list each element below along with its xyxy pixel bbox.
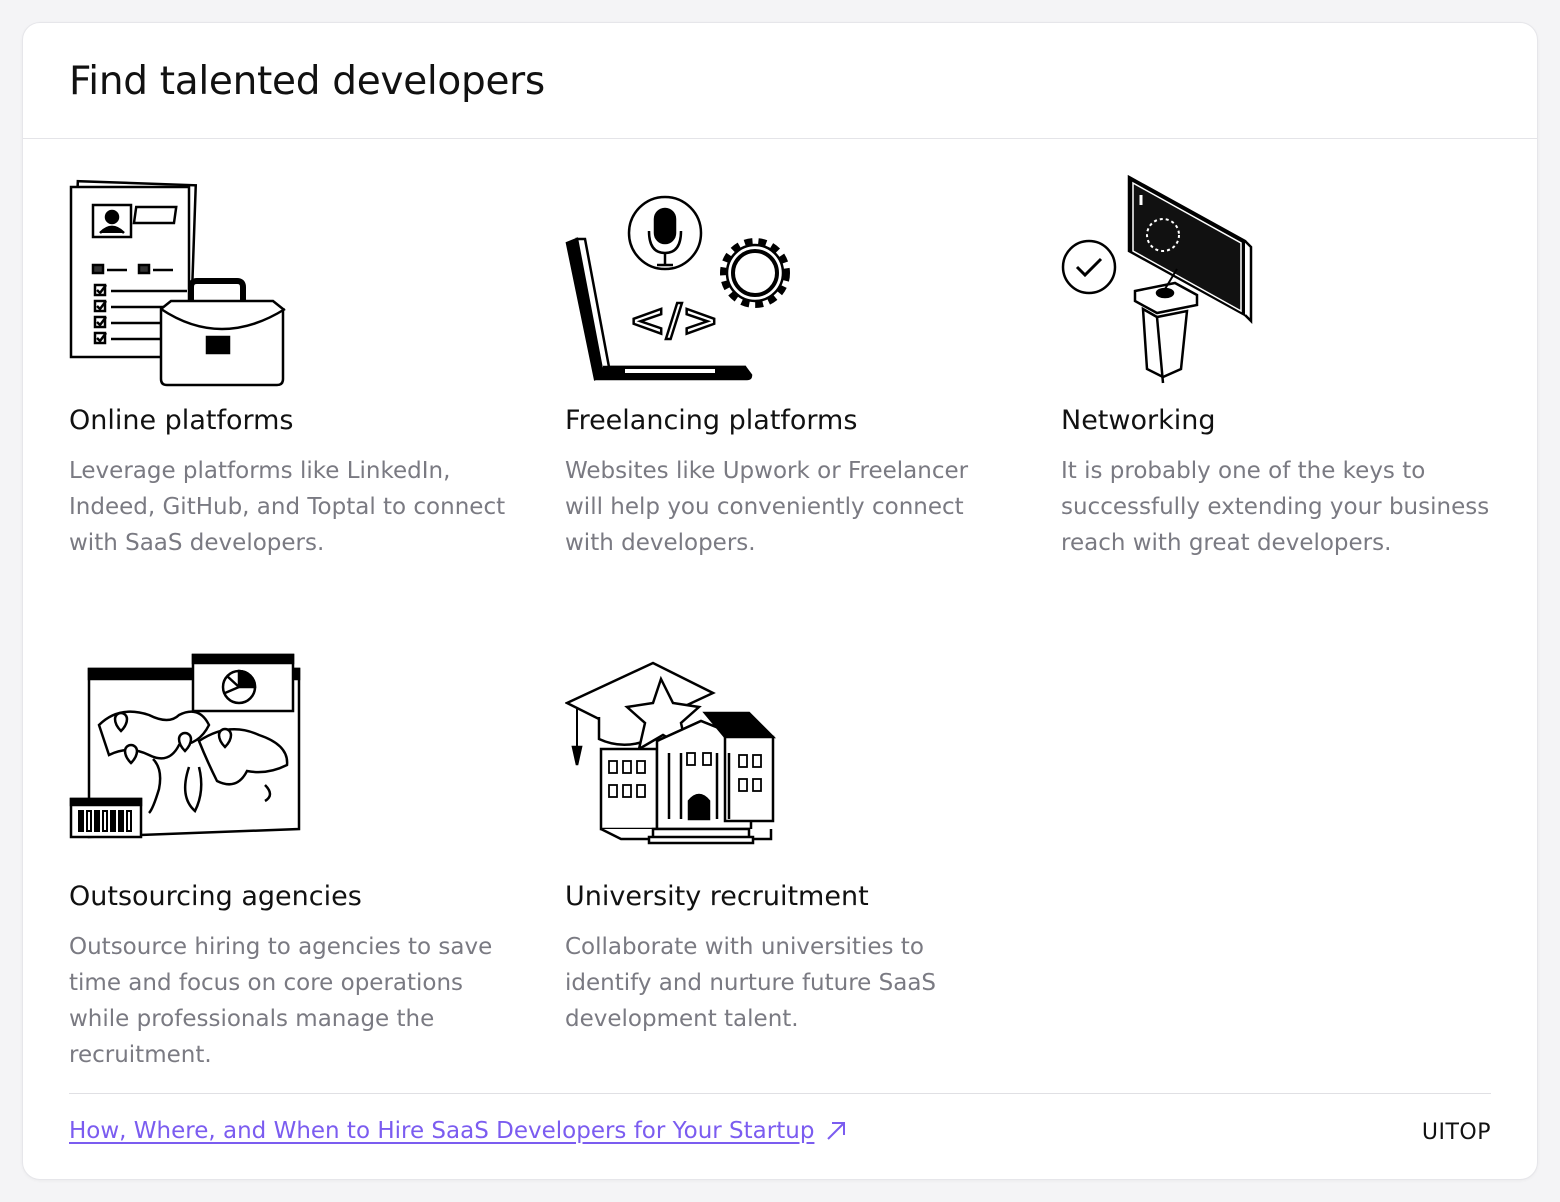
method-outsourcing-agencies: Outsourcing agencies Outsource hiring to… [69,649,565,1089]
brand-label: UITOP [1421,1120,1491,1145]
external-arrow-icon [827,1122,846,1140]
podium-screen-icon [1061,173,1301,393]
laptop-code-icon: </> [565,173,805,393]
method-title: Outsourcing agencies [69,881,362,912]
source-link-text: How, Where, and When to Hire SaaS Develo… [69,1118,815,1144]
method-title: Networking [1061,405,1216,436]
method-description: Outsource hiring to agencies to save tim… [69,934,493,1068]
methods-grid: Online platforms Leverage platforms like… [69,173,1493,1089]
card: Find talented developers [22,22,1538,1180]
method-networking: Networking It is probably one of the key… [1061,173,1493,649]
method-title: Online platforms [69,405,294,436]
card-title: Find talented developers [69,59,545,104]
resume-briefcase-icon [69,173,309,393]
university-icon [565,649,805,869]
method-title: University recruitment [565,881,869,912]
method-university-recruitment: University recruitment Collaborate with … [565,649,1061,1089]
card-footer: How, Where, and When to Hire SaaS Develo… [69,1093,1491,1164]
method-description: Websites like Upwork or Freelancer will … [565,458,969,556]
method-description: It is probably one of the keys to succes… [1061,458,1490,556]
method-freelancing-platforms: </> Freelancing platforms Websites like … [565,173,1061,649]
method-online-platforms: Online platforms Leverage platforms like… [69,173,565,649]
method-description: Collaborate with universities to identif… [565,934,937,1032]
svg-text:</>: </> [629,295,719,346]
card-header: Find talented developers [23,23,1537,139]
world-map-icon [69,649,309,869]
method-description: Leverage platforms like LinkedIn, Indeed… [69,458,506,556]
method-title: Freelancing platforms [565,405,858,436]
source-article-link[interactable]: How, Where, and When to Hire SaaS Develo… [69,1118,848,1144]
